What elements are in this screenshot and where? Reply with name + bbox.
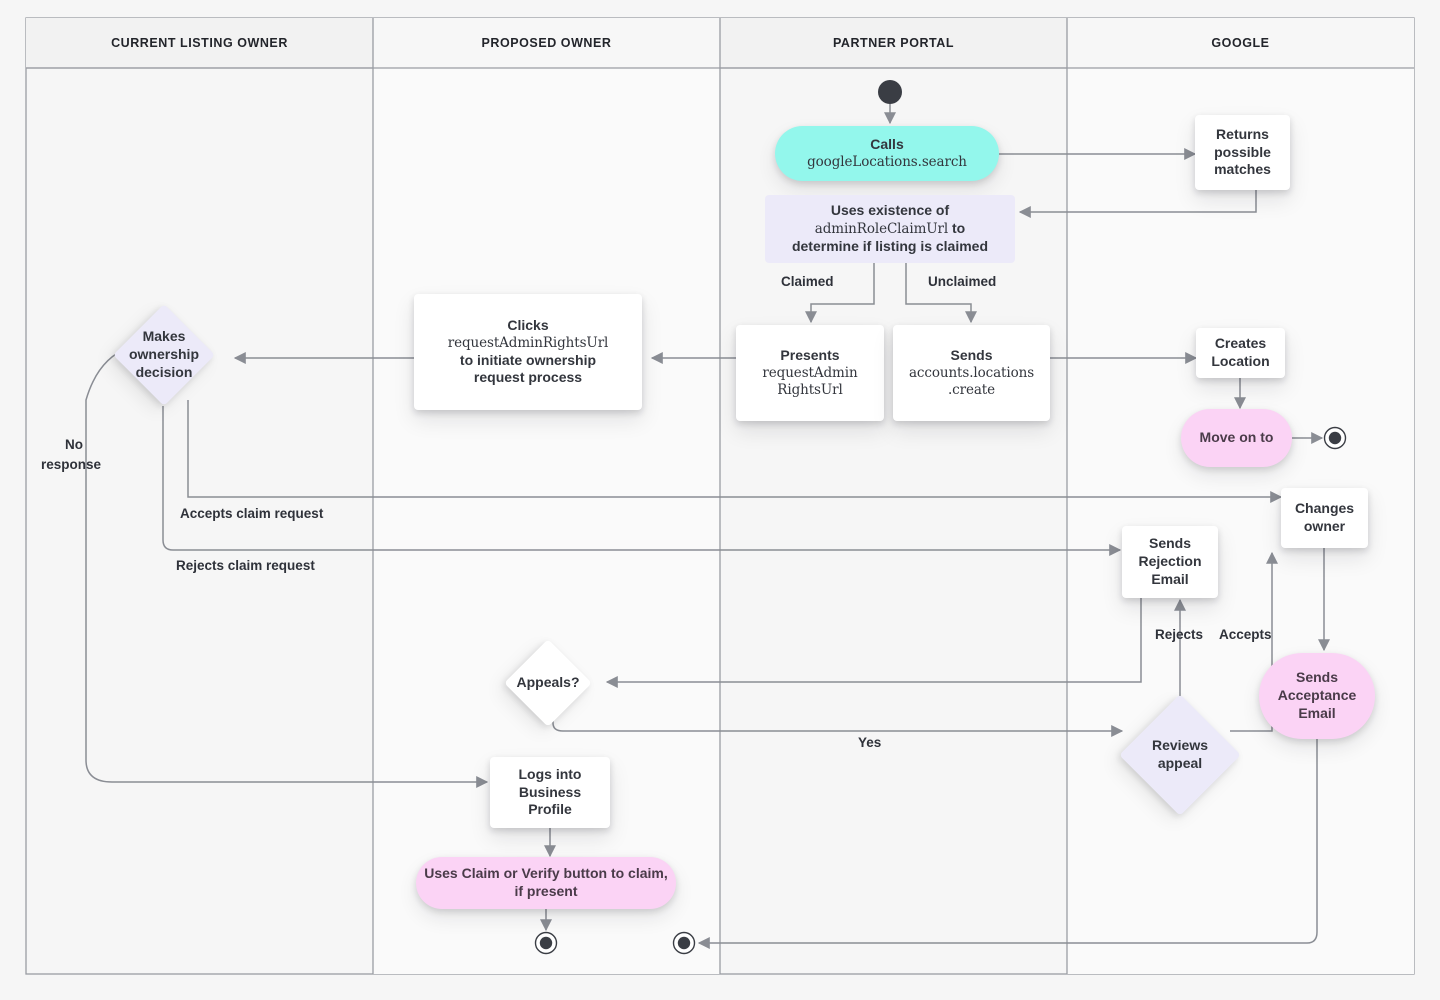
node-uses-claim-or-verify-button[interactable]: Uses Claim or Verify button to claim, if… xyxy=(416,857,676,909)
node-clicks-request-admin-rights-url[interactable]: Clicks requestAdminRightsUrl to initiate… xyxy=(414,294,642,410)
node-line-1: Clicks xyxy=(507,316,549,333)
node-makes-ownership-decision[interactable]: Makes ownership decision xyxy=(113,304,215,406)
node-label: Logs into Business Profile xyxy=(518,765,582,818)
node-changes-owner[interactable]: Changes owner xyxy=(1281,488,1368,548)
node-label: Appeals? xyxy=(516,674,580,691)
node-reviews-appeal[interactable]: Reviews appeal xyxy=(1119,694,1241,816)
node-line-2: requestAdmin xyxy=(762,364,858,381)
node-label: Returns possible matches xyxy=(1214,125,1271,178)
node-line-2: accounts.locations xyxy=(908,364,1035,381)
node-label: Sends Rejection Email xyxy=(1138,535,1202,587)
node-label: Reviews appeal xyxy=(1151,737,1209,771)
node-line-3: RightsUrl xyxy=(777,381,843,398)
node-sends-acceptance-email[interactable]: Sends Acceptance Email xyxy=(1259,653,1375,739)
node-line-2: adminRoleClaimUrl xyxy=(814,220,949,237)
node-label: Uses Claim or Verify button to claim, if… xyxy=(424,865,668,899)
node-presents-request-admin-rights-url[interactable]: Presents requestAdmin RightsUrl xyxy=(736,325,884,421)
node-line-2: requestAdminRightsUrl xyxy=(447,334,609,351)
node-line-3: to xyxy=(952,219,966,236)
node-label: Makes ownership decision xyxy=(128,328,199,380)
node-label: Move on to xyxy=(1199,429,1274,446)
node-label: Creates Location xyxy=(1211,335,1270,369)
node-sends-rejection-email[interactable]: Sends Rejection Email xyxy=(1122,526,1218,598)
node-move-on-to[interactable]: Move on to xyxy=(1181,409,1292,467)
node-line-4: determine if listing is claimed xyxy=(791,238,989,255)
end-node-marker-proposed-owner xyxy=(534,931,558,955)
node-line-2-wrap: adminRoleClaimUrl to xyxy=(792,220,988,238)
end-node-marker-partner-portal xyxy=(672,931,696,955)
node-label: Sends Acceptance Email xyxy=(1277,669,1357,721)
start-node-marker xyxy=(878,80,902,104)
node-label: Changes owner xyxy=(1294,500,1355,534)
node-calls-google-locations-search[interactable]: Calls googleLocations.search xyxy=(775,126,999,181)
node-line-2: googleLocations.search xyxy=(807,153,967,170)
node-line-1: Uses existence of xyxy=(830,202,950,219)
node-line-1: Calls xyxy=(870,136,904,153)
node-line-1: Sends xyxy=(950,346,993,363)
node-sends-accounts-locations-create[interactable]: Sends accounts.locations .create xyxy=(893,325,1050,421)
node-uses-existence-of-admin-role-claim-url[interactable]: Uses existence of adminRoleClaimUrl to d… xyxy=(765,195,1015,263)
node-line-1: Presents xyxy=(780,346,840,363)
node-line-3: .create xyxy=(947,381,996,398)
node-logs-into-business-profile[interactable]: Logs into Business Profile xyxy=(490,757,610,828)
node-returns-possible-matches[interactable]: Returns possible matches xyxy=(1195,115,1290,190)
node-creates-location[interactable]: Creates Location xyxy=(1196,328,1285,378)
node-appeals-decision[interactable]: Appeals? xyxy=(504,639,592,727)
end-node-marker-google xyxy=(1323,426,1347,450)
node-line-3: to initiate ownership xyxy=(459,351,597,368)
node-line-4: request process xyxy=(473,369,583,386)
